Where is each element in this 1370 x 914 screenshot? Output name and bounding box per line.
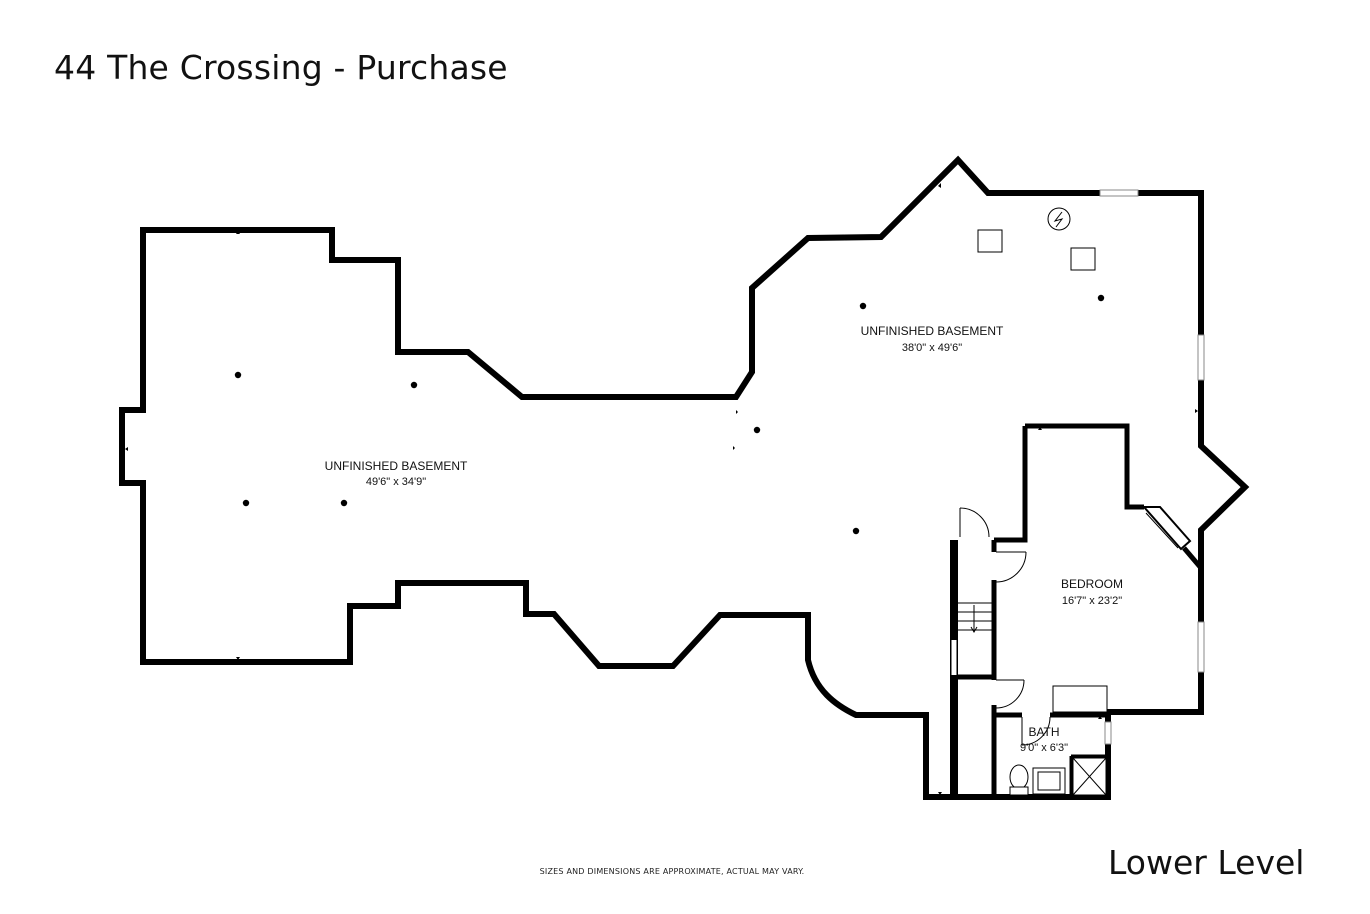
- bath-dimensions: 9'0" x 6'3": [1020, 742, 1068, 754]
- exterior-wall: [119, 155, 1250, 800]
- utilities: [977, 207, 1096, 271]
- disclaimer-text: SIZES AND DIMENSIONS ARE APPROXIMATE, AC…: [539, 867, 805, 876]
- east-basement-label: UNFINISHED BASEMENT: [861, 324, 1004, 338]
- windows: [1099, 189, 1205, 745]
- stairs: [958, 602, 994, 633]
- toilet-icon: [1009, 764, 1029, 790]
- west-basement-label: UNFINISHED BASEMENT: [325, 459, 468, 473]
- bedroom-closet-door: [1141, 506, 1192, 551]
- ceiling-lights: [234, 294, 1105, 535]
- page-title: 44 The Crossing - Purchase: [54, 48, 508, 87]
- bath-label: BATH: [1028, 725, 1059, 739]
- bedroom-label: BEDROOM: [1061, 577, 1123, 591]
- door-bath-hall: [995, 679, 1025, 709]
- west-basement-dimensions: 49'6" x 34'9": [366, 476, 426, 488]
- electric-panel-icon: [1053, 211, 1064, 228]
- bedroom-wall: [994, 423, 1203, 570]
- bath-fixtures: [1009, 757, 1107, 796]
- door-bath: [1021, 716, 1051, 746]
- east-basement-dimensions: 38'0" x 49'6": [902, 342, 962, 354]
- bedroom-closet: [1052, 685, 1108, 713]
- door-stair-top: [959, 507, 990, 538]
- bedroom-dimensions: 16'7" x 23'2": [1062, 595, 1122, 607]
- floor-level-label: Lower Level: [1108, 843, 1305, 882]
- door-bedroom: [995, 551, 1027, 583]
- dimension-ticks: [125, 183, 1198, 795]
